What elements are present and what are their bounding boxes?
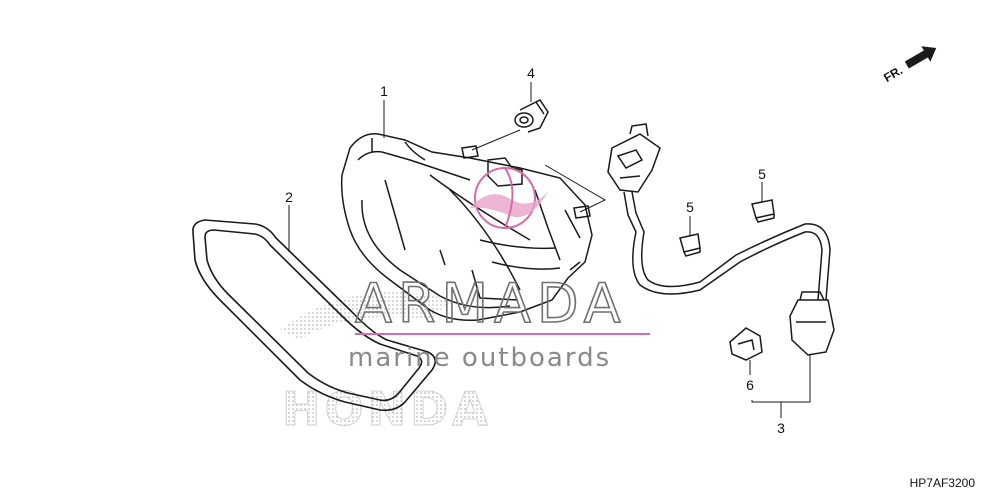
callout-5-a: 5	[686, 199, 694, 215]
honda-logo-text: HONDA	[282, 382, 492, 436]
callout-5-b: 5	[758, 166, 766, 182]
callout-3: 3	[777, 420, 785, 436]
callout-2: 2	[285, 189, 293, 205]
armada-subtitle: marine outboards	[348, 343, 611, 373]
armada-title: ARMADA	[355, 272, 627, 335]
part-3-wire-harness	[607, 123, 835, 356]
armada-watermark: ARMADA marine outboards	[348, 167, 650, 373]
diagram-code: HP7AF3200	[910, 476, 976, 490]
callout-4: 4	[527, 65, 535, 81]
leader-lines	[288, 82, 811, 418]
fr-label: FR.	[881, 63, 905, 85]
callout-1: 1	[380, 83, 388, 99]
part-5-clip-a	[679, 233, 701, 257]
callout-6: 6	[746, 377, 754, 393]
arrow-right-icon	[904, 46, 937, 69]
part-1-tail-light	[340, 133, 593, 322]
part-5-clip-b	[751, 199, 775, 223]
part-2-gasket	[192, 219, 436, 412]
part-4-grommet	[514, 99, 549, 133]
mounting-guides	[471, 129, 607, 213]
front-direction-indicator: FR.	[881, 46, 937, 85]
part-6-clamp	[729, 327, 763, 361]
